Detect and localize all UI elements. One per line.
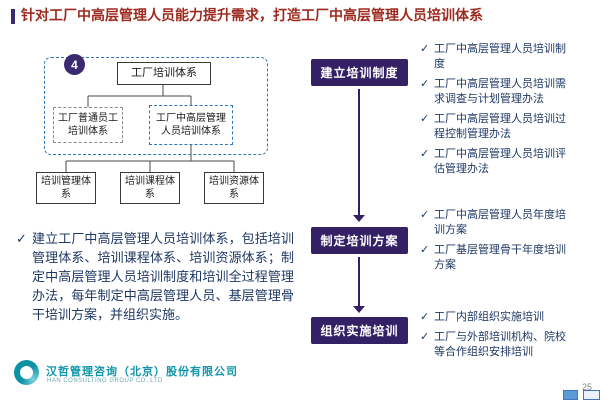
check-icon: ✓ [420, 244, 430, 256]
list-item: ✓ 工厂内部组织实施培训 [420, 310, 594, 325]
check-icon: ✓ [420, 209, 430, 221]
stage-list-make-plan: ✓ 工厂中高层管理人员年度培训方案 ✓ 工厂基层管理骨干年度培训方案 [420, 208, 594, 278]
check-icon: ✓ [420, 43, 430, 55]
list-item-text: 工厂中高层管理人员年度培训方案 [434, 209, 566, 236]
list-item-text: 工厂基层管理骨干年度培训方案 [434, 244, 566, 271]
corner-decoration-1 [563, 390, 578, 400]
company-name: 汉哲管理咨询（北京）股份有限公司 [46, 366, 238, 378]
summary-text: 建立工厂中高层管理人员培训体系，包括培训管理体系、培训课程体系、培训资源体系；制… [32, 231, 294, 322]
page-number: 25 [582, 382, 593, 392]
list-item-text: 工厂中高层管理人员培训制度 [434, 43, 566, 70]
list-item-text: 工厂中高层管理人员培训需求调查与计划管理办法 [434, 78, 566, 105]
list-item: ✓ 工厂与外部培训机构、院校等合作组织安排培训 [420, 330, 594, 360]
company-name-en: HAN CONSULTING GROUP CO.,LTD [47, 378, 163, 384]
down-arrow-line-1 [358, 89, 360, 216]
list-item: ✓ 工厂中高层管理人员培训制度 [420, 42, 594, 72]
stage-box-implement-training: 组织实施培训 [311, 317, 408, 344]
title-accent-bar [11, 9, 15, 24]
stage-box-establish-system: 建立培训制度 [311, 59, 408, 86]
check-icon: ✓ [420, 148, 430, 160]
check-icon: ✓ [16, 231, 27, 246]
stage-list-implement-training: ✓ 工厂内部组织实施培训 ✓ 工厂与外部培训机构、院校等合作组织安排培训 [420, 310, 594, 365]
check-icon: ✓ [420, 78, 430, 90]
step-number-badge: 4 [64, 54, 85, 75]
list-item-text: 工厂与外部培训机构、院校等合作组织安排培训 [434, 331, 566, 358]
check-icon: ✓ [420, 331, 430, 343]
down-arrow-head-1 [353, 215, 365, 222]
diagram-box-course-system: 培训课程体系 [120, 172, 180, 204]
list-item: ✓ 工厂中高层管理人员培训过程控制管理办法 [420, 112, 594, 142]
diagram-box-mid-senior: 工厂中高层管理人员培训体系 [149, 105, 233, 145]
down-arrow-line-2 [358, 257, 360, 307]
stage-box-make-plan: 制定培训方案 [311, 227, 408, 254]
diagram-box-resource-system: 培训资源体系 [204, 172, 264, 204]
stage-list-establish-system: ✓ 工厂中高层管理人员培训制度 ✓ 工厂中高层管理人员培训需求调查与计划管理办法… [420, 42, 594, 182]
company-logo-icon [14, 360, 39, 385]
diagram-dashed-frame [44, 57, 268, 155]
list-item-text: 工厂中高层管理人员培训评估管理办法 [434, 148, 566, 175]
check-icon: ✓ [420, 311, 430, 323]
diagram-root-box: 工厂培训体系 [117, 62, 211, 85]
corner-decoration-2 [583, 390, 600, 400]
diagram-box-ordinary-staff: 工厂普通员工培训体系 [53, 107, 123, 143]
down-arrow-head-2 [353, 306, 365, 313]
list-item: ✓ 工厂基层管理骨干年度培训方案 [420, 243, 594, 273]
list-item-text: 工厂中高层管理人员培训过程控制管理办法 [434, 113, 566, 140]
list-item: ✓ 工厂中高层管理人员培训需求调查与计划管理办法 [420, 77, 594, 107]
check-icon: ✓ [420, 113, 430, 125]
slide-title: 针对工厂中高层管理人员能力提升需求，打造工厂中高层管理人员培训体系 [21, 7, 483, 23]
list-item: ✓ 工厂中高层管理人员培训评估管理办法 [420, 147, 594, 177]
list-item: ✓ 工厂中高层管理人员年度培训方案 [420, 208, 594, 238]
summary-block: ✓ 建立工厂中高层管理人员培训体系，包括培训管理体系、培训课程体系、培训资源体系… [16, 229, 304, 324]
list-item-text: 工厂内部组织实施培训 [434, 311, 544, 323]
diagram-box-management-system: 培训管理体系 [36, 172, 96, 204]
